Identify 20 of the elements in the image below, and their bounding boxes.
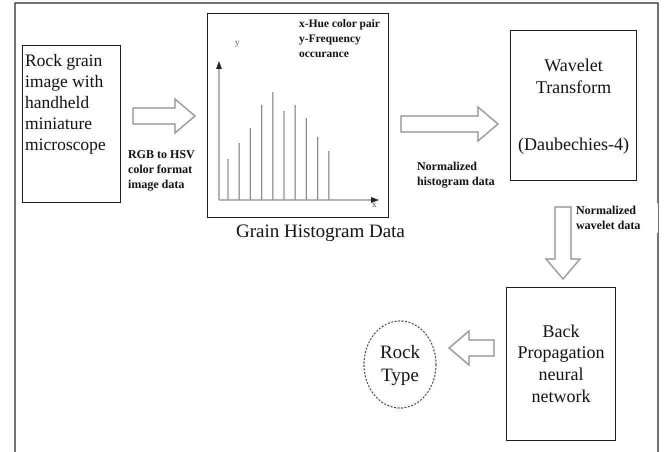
block-arrow [400,105,500,143]
process-box [22,45,121,203]
axis-legend-text: x-Hue color pair y-Frequency occurance [299,17,381,62]
node-label: Rock Type [378,342,422,388]
block-arrow [448,329,495,367]
axis-label: y [235,37,240,47]
block-arrow [544,206,582,280]
axis-label: x [372,199,376,209]
node-title: Wavelet Transform [534,55,612,98]
node-label: Rock grain image with handheld miniature microscope [25,50,107,155]
node-subtitle: (Daubechies-4) [518,134,629,156]
node-label: Back Propagation neural network [516,320,606,408]
terminal-ellipse [363,320,437,409]
process-box [510,30,637,181]
block-arrow [132,97,196,135]
process-box [506,287,616,441]
histogram-box [207,13,389,218]
edge-label: Normalized wavelet data [576,203,658,233]
node-caption: Grain Histogram Data [236,221,405,243]
edge-label: Normalized histogram data [417,159,497,189]
